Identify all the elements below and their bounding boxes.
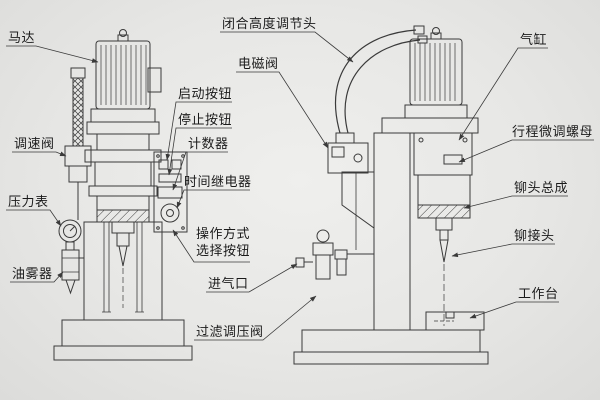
right-machine-view xyxy=(293,25,489,365)
label-air-inlet: 进气口 xyxy=(208,277,249,292)
label-close-height-adjuster: 闭合高度调节头 xyxy=(222,17,317,32)
leader-lines xyxy=(6,31,594,341)
label-solenoid-valve: 电磁阀 xyxy=(238,57,279,72)
label-air-cylinder: 气缸 xyxy=(520,33,548,48)
label-counter: 计数器 xyxy=(188,137,229,152)
label-start-button: 启动按钮 xyxy=(178,87,233,102)
label-rivet-head-assembly: 铆头总成 xyxy=(514,181,569,196)
label-mode-select: 操作方式选择按钮 xyxy=(196,227,251,259)
label-oil-mister: 油雾器 xyxy=(12,267,53,282)
label-time-relay: 时间继电器 xyxy=(184,175,252,190)
label-worktable: 工作台 xyxy=(518,287,559,302)
label-rivet-joint: 铆接头 xyxy=(514,229,555,244)
label-speed-valve: 调速阀 xyxy=(14,137,55,152)
label-stop-button: 停止按钮 xyxy=(178,113,233,128)
label-motor: 马达 xyxy=(8,31,36,46)
label-pressure-gauge: 压力表 xyxy=(8,195,49,210)
label-filter-regulator: 过滤调压阀 xyxy=(196,325,264,340)
label-stroke-fine-nut: 行程微调螺母 xyxy=(512,125,594,140)
left-machine-view xyxy=(53,29,193,361)
